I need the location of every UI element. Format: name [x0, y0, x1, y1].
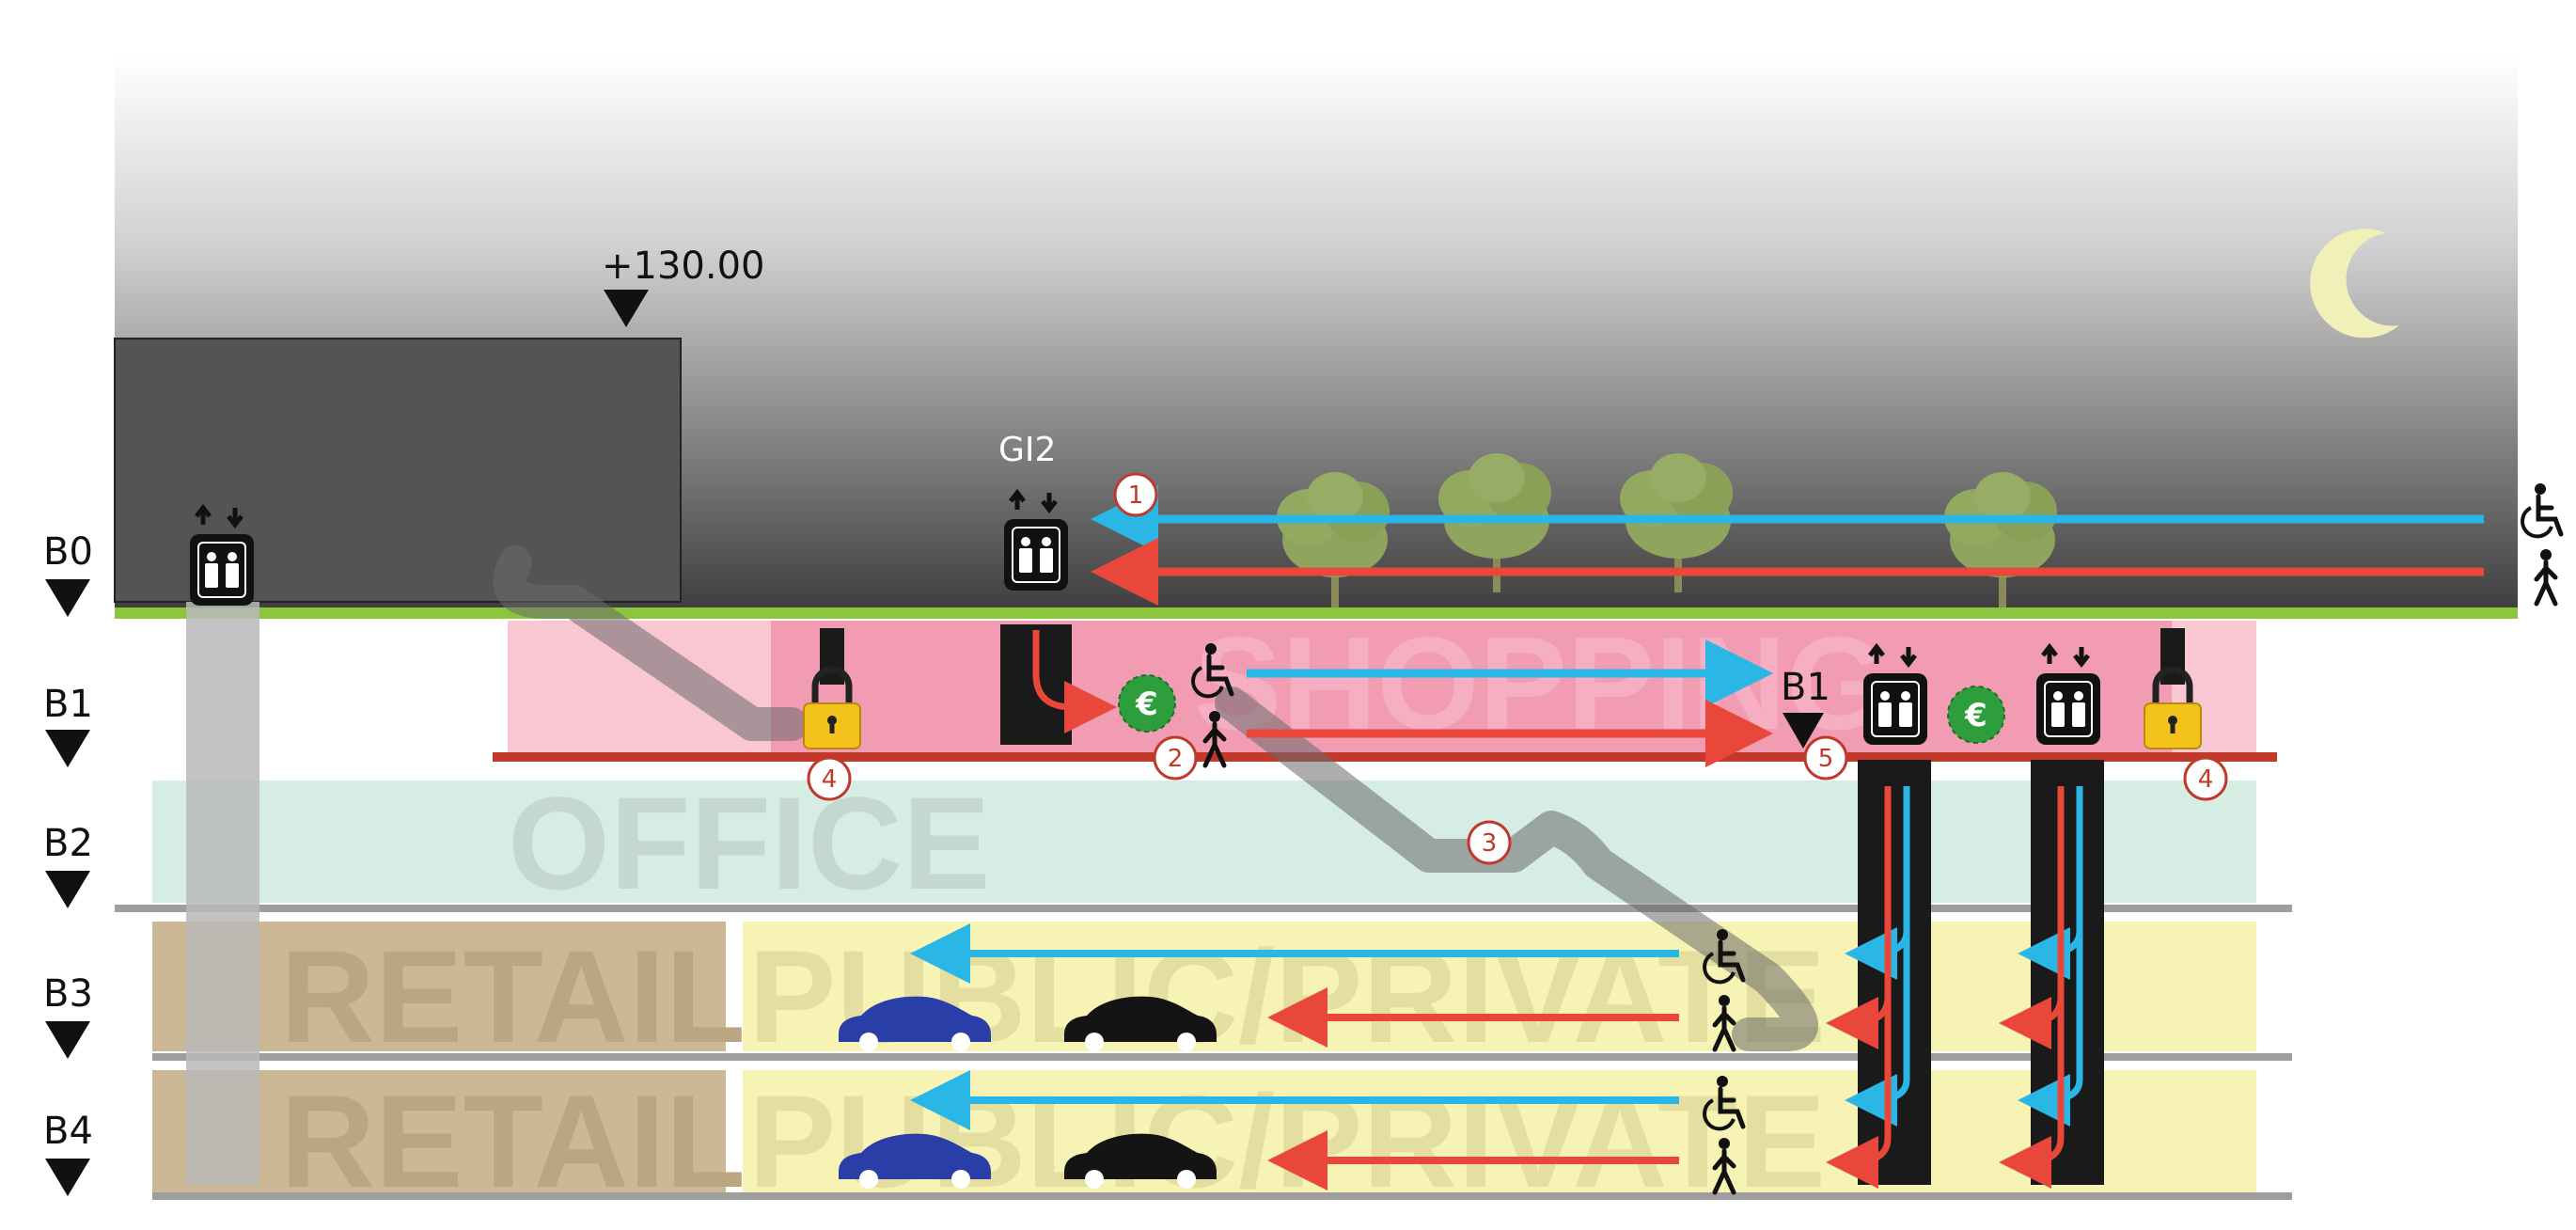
elevator-shaft-existing [186, 602, 259, 1185]
callout-number: 1 [1128, 481, 1144, 510]
euro-symbol: € [1964, 697, 1987, 734]
level-label: B3 [43, 972, 93, 1016]
callout-4-right: 4 [2183, 756, 2228, 801]
office-zone [152, 781, 2256, 903]
route-pedestrian-lift-1b [1826, 997, 1892, 1189]
callout-number: 4 [822, 765, 838, 794]
elevation-label: +130.00 [602, 244, 764, 288]
callout-number: 2 [1168, 745, 1184, 773]
level-marker-icon [45, 871, 90, 908]
level-label: B2 [43, 822, 93, 865]
escalator-icon [493, 545, 809, 741]
sub-level-marker-icon [1783, 713, 1824, 749]
callout-3: 3 [1467, 820, 1512, 865]
ground-line [115, 607, 2518, 619]
level-marker-b1: B1 [43, 683, 93, 767]
lock-post-left [820, 628, 844, 685]
elevation-marker-icon [604, 290, 649, 327]
callout-4-left: 4 [807, 756, 852, 801]
sub-level-label: B1 [1781, 666, 1830, 709]
level-marker-b2: B2 [43, 822, 93, 908]
escalator-icon [1215, 686, 1818, 1051]
callout-1: 1 [1113, 472, 1158, 517]
elevator-shaft-2 [2031, 760, 2104, 1185]
elevator-shaft-1 [1858, 760, 1931, 1185]
route-accessible-lift-1b [1845, 931, 1910, 1127]
route-station-exit [1032, 630, 1117, 733]
parking-label-b3: PUBLIC/PRIVATE [748, 922, 1826, 1070]
level-marker-b3: B3 [43, 972, 93, 1059]
slab-b2 [115, 905, 2292, 912]
retail-label-b4: RETAIL [280, 1067, 746, 1215]
callout-number: 5 [1818, 745, 1834, 773]
pedestrian-icon [2537, 549, 2555, 604]
euro-symbol: € [1135, 686, 1158, 723]
level-marker-b0: B0 [43, 530, 93, 617]
moon-icon [2310, 229, 2399, 339]
wheelchair-icon [2522, 483, 2561, 536]
slab-b1 [493, 752, 2277, 762]
lock-post-right [2160, 628, 2185, 685]
callout-2: 2 [1153, 735, 1198, 781]
office-label: OFFICE [508, 769, 990, 917]
level-marker-b4: B4 [43, 1110, 93, 1196]
station-label: GI2 [998, 431, 1056, 469]
route-pedestrian-lift-2b [1999, 997, 2065, 1189]
level-marker-icon [45, 1159, 90, 1196]
slab-b3 [152, 1053, 2292, 1061]
callout-number: 4 [2198, 765, 2214, 794]
level-label: B4 [43, 1110, 93, 1153]
level-marker-icon [45, 730, 90, 767]
level-label: B1 [43, 683, 93, 726]
level-label: B0 [43, 530, 93, 574]
slab-b4 [152, 1192, 2292, 1200]
level-marker-icon [45, 1021, 90, 1059]
retail-label-b3: RETAIL [280, 922, 746, 1070]
route-accessible-lift-2b [2018, 931, 2083, 1127]
callout-number: 3 [1482, 829, 1498, 858]
level-marker-icon [45, 579, 90, 617]
callout-5: 5 [1803, 735, 1848, 781]
